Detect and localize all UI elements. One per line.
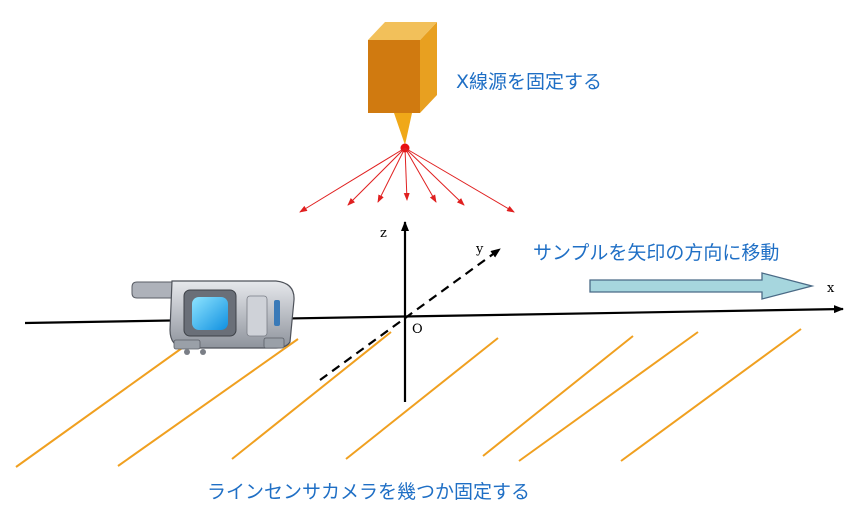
z-axis-label: z <box>380 226 387 241</box>
xray-ray-5 <box>404 147 437 203</box>
line-sensor-3 <box>231 331 392 460</box>
xray-ray-4 <box>403 147 410 201</box>
xray-ray-7 <box>404 147 515 213</box>
xray-ray-3 <box>377 147 406 203</box>
line-sensor-cameras <box>15 328 802 468</box>
source-top-face <box>368 22 437 40</box>
line-sensor-1 <box>15 337 197 468</box>
xray-fan-rays <box>299 147 515 213</box>
move-direction-arrow <box>589 272 815 300</box>
sample-device-icon <box>131 280 295 355</box>
y-axis <box>319 248 501 381</box>
sample-screen <box>192 297 228 330</box>
line-sensor-6 <box>518 331 699 462</box>
origin-label: O <box>412 322 423 337</box>
xray-source-label: X線源を固定する <box>456 71 603 93</box>
xray-ray-1 <box>299 147 406 213</box>
xray-ray-6 <box>404 147 465 206</box>
y-axis-label: y <box>476 242 484 257</box>
xray-source-box-icon <box>368 22 437 153</box>
line-sensor-2 <box>117 338 299 467</box>
line-sensor-7 <box>620 328 802 462</box>
x-axis-label: x <box>827 281 835 296</box>
xray-ray-2 <box>347 147 406 206</box>
line-sensor-4 <box>345 337 499 460</box>
source-side-face <box>420 22 437 113</box>
line-sensor-label: ラインセンサカメラを幾つか固定する <box>207 481 531 503</box>
move-direction-label: サンプルを矢印の方向に移動 <box>533 242 780 264</box>
x-axis <box>24 305 844 325</box>
beam-cone <box>394 113 412 145</box>
line-sensor-5 <box>482 335 634 457</box>
source-front-face <box>368 40 420 113</box>
